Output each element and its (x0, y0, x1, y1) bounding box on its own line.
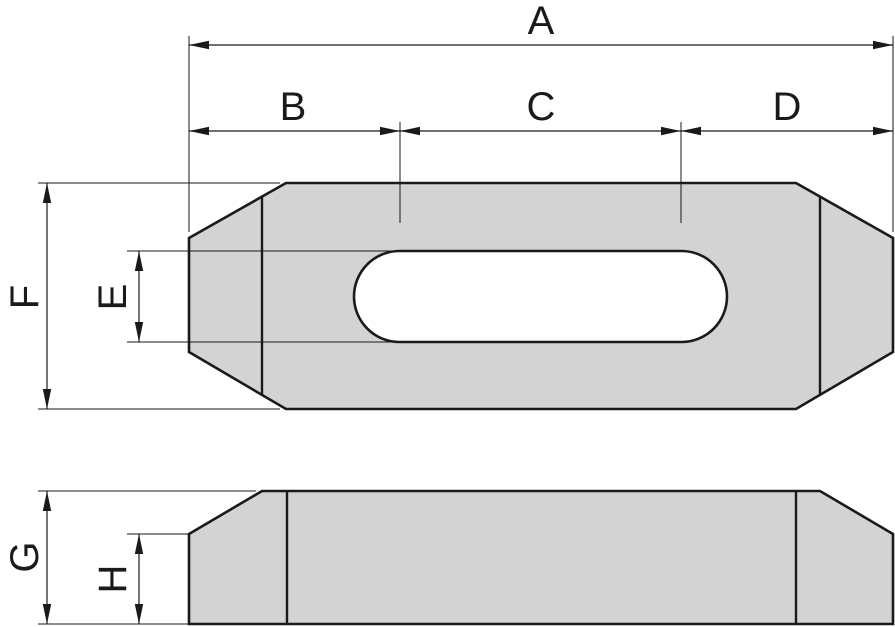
label-a: A (528, 0, 555, 43)
label-b: B (280, 85, 307, 129)
top-view (187, 181, 895, 411)
side-view-body (187, 489, 895, 626)
side-view (187, 489, 895, 626)
slot (352, 249, 729, 344)
label-g: G (3, 541, 47, 572)
label-h: H (91, 565, 135, 594)
dimension-labels: A B C D F E G H (3, 0, 801, 593)
label-c: C (527, 85, 556, 129)
label-f: F (3, 285, 47, 309)
dimension-lines (42, 40, 893, 624)
extension-lines (38, 36, 894, 625)
label-d: D (773, 85, 802, 129)
label-e: E (91, 284, 135, 311)
